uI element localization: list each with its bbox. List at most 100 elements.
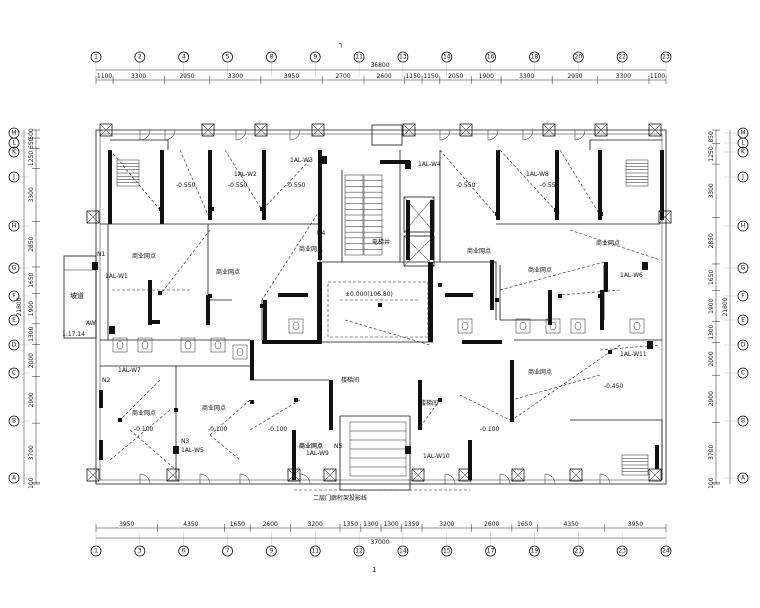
wall-segment xyxy=(250,340,254,380)
top-axis-bubble xyxy=(397,51,409,63)
fixture xyxy=(545,318,561,334)
door-swing xyxy=(439,129,451,141)
left-dim-value: 100 xyxy=(28,477,35,489)
bottom-axis-bubble xyxy=(529,545,540,557)
top-dim-value: 1100 xyxy=(97,73,112,80)
fixture xyxy=(288,318,304,334)
column-cross xyxy=(411,468,425,482)
bottom-dim-value: 1300 xyxy=(363,521,378,528)
level-mark: -0.100 xyxy=(208,426,228,433)
wall-segment xyxy=(406,200,410,260)
top-axis-bubble xyxy=(134,51,146,63)
light-fixture xyxy=(174,408,178,412)
bottom-dim-value: 3200 xyxy=(439,521,454,528)
stair-tag: 楼梯间 xyxy=(420,399,438,407)
bottom-axis-bubble xyxy=(222,545,233,557)
wiring-run xyxy=(559,289,621,296)
wiring-run xyxy=(499,149,556,211)
bottom-axis-label: 7 xyxy=(226,548,230,555)
light-fixture xyxy=(294,398,298,402)
top-axis-bubble xyxy=(616,51,628,63)
fixture xyxy=(112,337,128,353)
top-dim-value: 3300 xyxy=(519,73,534,80)
wall-segment xyxy=(548,290,552,325)
column-cross xyxy=(658,210,672,224)
partition xyxy=(433,261,497,320)
wall-segment xyxy=(108,150,112,224)
right-axis-label: G xyxy=(741,265,746,272)
right-axis-label: C xyxy=(741,370,745,377)
wall-segment xyxy=(510,360,514,420)
right-axis-label: A xyxy=(741,475,746,482)
top-axis-label: 23 xyxy=(662,54,670,61)
left-axis-label: L xyxy=(12,140,16,147)
bottom-dim-value: 1350 xyxy=(343,521,358,528)
fixture-bowl xyxy=(236,347,244,357)
wiring-run xyxy=(344,319,431,346)
distribution-panel xyxy=(642,262,648,270)
bottom-axis-bubble xyxy=(485,545,497,557)
bottom-axis-label: 17 xyxy=(487,548,495,555)
column xyxy=(411,468,425,482)
fixture-bowl xyxy=(116,340,124,350)
wall-segment xyxy=(418,380,422,430)
door-swing xyxy=(599,473,611,485)
panel-label: 1AL-W9 xyxy=(306,450,329,457)
bottom-axis-bubble xyxy=(309,545,321,557)
column xyxy=(99,123,113,137)
room-label: 商业网点 xyxy=(528,368,552,376)
left-axis-label: A xyxy=(12,475,17,482)
light-fixture xyxy=(495,298,499,302)
top-axis-bubble xyxy=(353,51,365,63)
fixture-bowl xyxy=(214,340,222,350)
bottom-dim-value: 3200 xyxy=(308,521,323,528)
panel-label: 1AL-W2 xyxy=(234,171,257,178)
bottom-axis-bubble xyxy=(397,545,409,557)
top-dim-value: 2050 xyxy=(448,73,463,80)
top-axis-label: 20 xyxy=(574,54,582,61)
light-fixture xyxy=(554,208,558,212)
level-mark: -0.450 xyxy=(604,383,624,390)
column xyxy=(402,123,416,137)
right-dim-value: 2850 xyxy=(708,233,715,248)
bottom-dim-value: 3950 xyxy=(119,521,134,528)
wall-segment xyxy=(99,390,103,408)
top-axis-bubble xyxy=(178,51,190,63)
level-mark: -0.100 xyxy=(480,426,500,433)
building-outline xyxy=(63,123,672,491)
panel-label: 1AL-W4 xyxy=(418,161,441,168)
distribution-panel xyxy=(321,156,327,164)
fixture xyxy=(137,337,153,353)
column-cross xyxy=(648,468,662,482)
wall-segment xyxy=(262,340,322,344)
door-swing xyxy=(487,129,499,141)
light-fixture xyxy=(260,304,264,308)
door-swing xyxy=(235,129,247,141)
wiring-run xyxy=(119,379,161,421)
door-swing xyxy=(139,129,151,141)
right-dim-value: 2900 xyxy=(708,391,715,406)
right-axis-label: D xyxy=(741,342,746,349)
partition xyxy=(570,419,663,480)
column-cross xyxy=(459,123,473,137)
door-swing xyxy=(199,473,211,485)
level-mark: -0.550 xyxy=(540,182,560,189)
circuit-tag: N4 xyxy=(317,230,325,237)
panel-label: 1AL-W11 xyxy=(620,351,647,358)
light-fixture xyxy=(118,418,122,422)
right-dim-value: 1300 xyxy=(708,324,715,339)
wiring-run xyxy=(129,429,177,471)
left-dim-value: 650 xyxy=(28,137,35,149)
top-box xyxy=(371,124,403,146)
column xyxy=(648,123,662,137)
bottom-axis-bubble xyxy=(353,545,365,557)
door-swing xyxy=(544,473,556,485)
bottom-dim-value: 1350 xyxy=(404,521,419,528)
bottom-dim-value: 1650 xyxy=(230,521,245,528)
fixture-bowl xyxy=(519,321,527,331)
left-axis-label: C xyxy=(12,370,16,377)
distribution-panel xyxy=(405,446,411,454)
level-mark: -0.550 xyxy=(176,182,196,189)
right-dim-value: 100 xyxy=(708,477,715,489)
